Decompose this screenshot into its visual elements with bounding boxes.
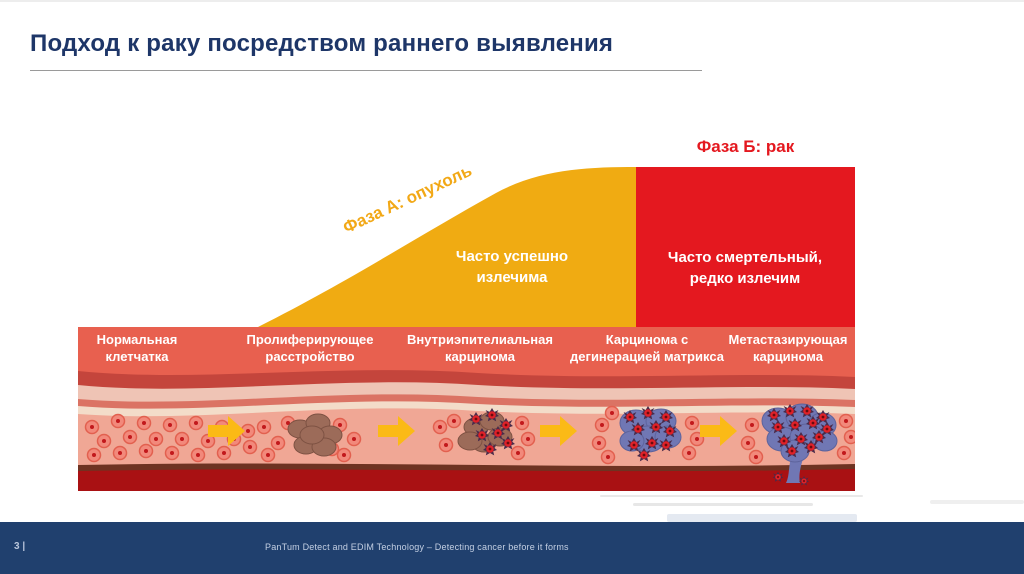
phase-b-block	[636, 167, 855, 327]
stage-label-intraepithelial: Внутриэпителиальная карцинома	[407, 332, 553, 364]
stage-label-matrix-degeneration: Карцинома с дегинерацией матрикса	[570, 332, 724, 364]
stage-metastasizing	[740, 403, 855, 486]
stage-label-normal: Нормальная клетчатка	[96, 332, 178, 364]
footer-bar: 3 | PanTum Detect and EDIM Technology – …	[0, 522, 1024, 574]
screen-artifact	[600, 495, 863, 497]
top-divider	[0, 0, 1024, 2]
screen-artifact	[667, 514, 857, 522]
footer-text: PanTum Detect and EDIM Technology – Dete…	[265, 542, 569, 552]
phase-a-curve-shape	[258, 167, 636, 327]
stage-label-proliferating: Пролиферирующее расстройство	[246, 332, 374, 364]
page-number: 3 |	[14, 541, 26, 552]
screen-artifact	[633, 503, 813, 506]
stage-matrix-degeneration	[591, 405, 705, 465]
title-underline	[30, 70, 702, 71]
phase-b-label: Фаза Б: рак	[696, 137, 795, 156]
stage-label-metastasizing: Метастазирующая карцинома	[728, 332, 848, 364]
tissue-progression: Нормальная клетчатка Пролиферирующее рас…	[78, 327, 855, 491]
phase-a-caption: Часто успешно излечима	[455, 248, 569, 286]
tissue-illustration	[78, 327, 855, 491]
phase-b-caption: Часто смертельный, редко излечим	[667, 249, 823, 287]
page-title: Подход к раку посредством раннего выявле…	[30, 30, 614, 57]
screen-artifact	[930, 500, 1024, 504]
